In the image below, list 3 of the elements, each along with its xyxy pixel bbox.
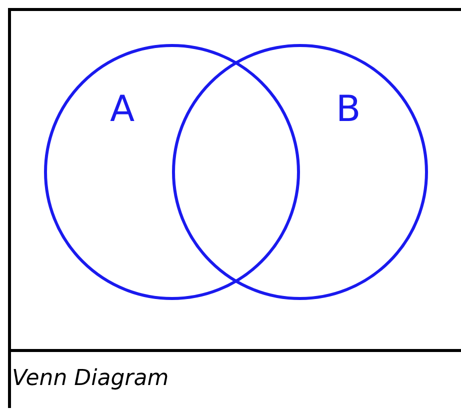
set-label: B [336, 92, 361, 128]
set-label: A [110, 92, 135, 128]
caption: Venn Diagram [12, 366, 169, 391]
